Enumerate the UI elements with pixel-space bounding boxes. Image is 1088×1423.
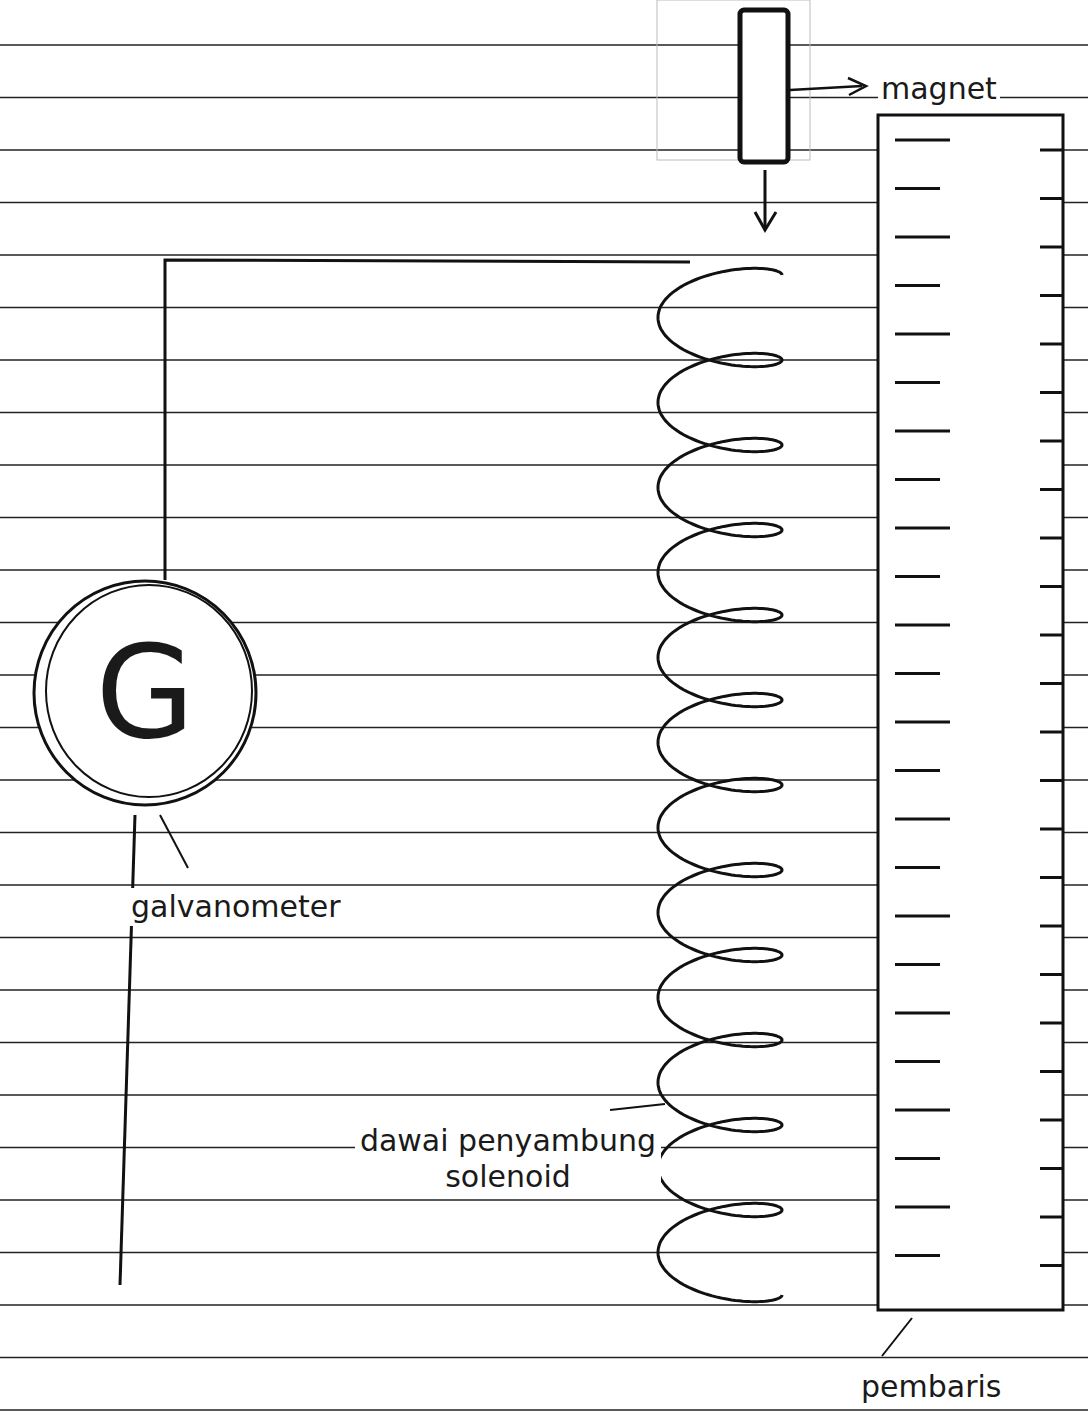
galvanometer-circle: G [30, 577, 260, 809]
ruler-tick [1040, 1264, 1062, 1267]
paper-line [0, 1409, 1088, 1411]
ruler-tick [1040, 197, 1062, 200]
ruler-tick [895, 963, 940, 966]
magnet-leader-head [848, 78, 866, 95]
paper-line [0, 44, 1088, 46]
ruler-tick [895, 575, 940, 578]
ruler-tick [1040, 925, 1062, 928]
ruler-tick [895, 1254, 940, 1257]
ruler-tick [1040, 391, 1062, 394]
ruler-tick [1040, 682, 1062, 685]
ruler-tick [895, 1109, 950, 1112]
ruler-tick [1040, 488, 1062, 491]
ruler-tick [1040, 294, 1062, 297]
circle-outline [46, 585, 252, 797]
part-label: galvanometer [128, 888, 344, 926]
ruler-tick [1040, 1022, 1062, 1025]
ruler-tick [895, 139, 950, 142]
ruler-tick [895, 915, 950, 918]
ruler-tick [895, 430, 950, 433]
ruler-tick [1040, 537, 1062, 540]
ruler-tick [1040, 343, 1062, 346]
motion-arrow-head [755, 212, 776, 230]
ruler-tick [1040, 828, 1062, 831]
galvanometer-symbol: G [95, 629, 194, 757]
ruler-tick [895, 187, 940, 190]
ruler-tick [1040, 440, 1062, 443]
ruler-tick [895, 236, 950, 239]
ruler-tick [895, 672, 940, 675]
ruler-tick [895, 769, 940, 772]
paper-line [0, 1357, 1088, 1359]
ruler-tick [1040, 585, 1062, 588]
ruler-tick [895, 381, 940, 384]
ruler-tick [895, 866, 940, 869]
ruler-tick [1040, 1070, 1062, 1073]
ruler-leader [882, 1318, 912, 1356]
solenoid-leader [610, 1104, 665, 1110]
magnet-bar [740, 10, 788, 162]
ruler-tick [895, 1157, 940, 1160]
ruler-tick [895, 1012, 950, 1015]
ruler-tick [1040, 1167, 1062, 1170]
ruler-tick [895, 527, 950, 530]
ruler-tick [895, 818, 950, 821]
ruler-tick [895, 721, 950, 724]
ruler-tick [1040, 973, 1062, 976]
ruler-tick [895, 284, 940, 287]
solenoid-coil [658, 268, 782, 1301]
ruler-tick [1040, 876, 1062, 879]
ruler-tick [1040, 731, 1062, 734]
ruler-tick [895, 1060, 940, 1063]
magnet-leader [790, 86, 862, 90]
ruler-tick [1040, 1216, 1062, 1219]
circle-outline [34, 581, 256, 805]
ruler-ticks [895, 140, 1062, 1266]
ruler-tick [895, 1206, 950, 1209]
paper-lines [0, 45, 1088, 1410]
galvanometer-leader [160, 815, 188, 868]
motion-arrow [764, 170, 767, 228]
ruler-tick [895, 624, 950, 627]
ruler-body [878, 115, 1063, 1310]
ruler-tick [1040, 149, 1062, 152]
connecting-wire [120, 815, 135, 1285]
ruler-tick [895, 333, 950, 336]
ruler-tick [1040, 1119, 1062, 1122]
ruler-tick [895, 478, 940, 481]
connecting-wire [165, 260, 690, 580]
part-label: dawai penyambung solenoid [355, 1122, 661, 1196]
part-label: pembaris [858, 1368, 1004, 1406]
ruler-tick [1040, 246, 1062, 249]
part-label: magnet [878, 70, 1000, 108]
ruler-tick [1040, 634, 1062, 637]
ruler-tick [1040, 779, 1062, 782]
